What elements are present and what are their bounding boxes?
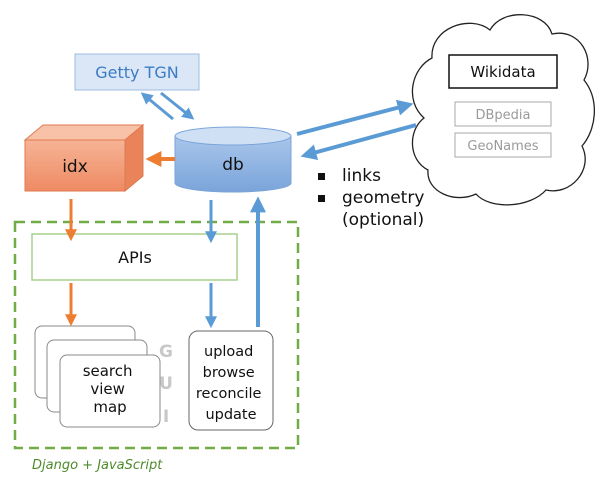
bullet-square-icon [318,195,325,202]
wikidata-node [448,54,558,89]
django-label: Django + JavaScript [32,458,163,473]
upload-node [188,330,274,431]
upload-line: upload [204,344,253,360]
geonames-label: GeoNames [467,139,538,154]
search-view-map-text: search view map [83,362,138,416]
arrow-db-to-getty [140,92,174,121]
map-line: map [93,398,126,416]
search-line: search [83,362,133,380]
wikidata-label: Wikidata [470,63,535,81]
getty-tgn-label: Getty TGN [95,63,178,82]
gui-letter-u: U [159,374,173,394]
bullet-links: links [318,165,424,187]
db-label: db [222,155,244,175]
dbpedia-node [454,101,552,127]
sync-bullets: links geometry (optional) [318,165,424,231]
arrow-cloud-to-db [300,123,417,160]
update-line: update [205,407,256,423]
bullet-optional-note: (optional) [342,210,425,230]
upload-text: upload browse reconcile update [196,344,266,423]
django-container [13,220,300,450]
idx-node [23,123,145,193]
arrow-db-to-cloud [296,99,414,136]
getty-tgn-node [74,53,200,91]
apis-label: APIs [118,248,152,267]
browse-line: browse [203,365,255,381]
bullet-square-icon [318,173,325,180]
gui-letters: G U I [159,342,173,427]
gui-letter-i: I [163,407,169,427]
apis-node [31,233,238,281]
reconcile-line: reconcile [196,386,262,402]
view-line: view [90,380,125,398]
db-node [174,126,292,193]
arrow-getty-to-db [160,91,195,120]
gui-letter-g: G [159,342,173,362]
dbpedia-label: DBpedia [475,108,530,123]
gui-pages-stack [34,325,161,428]
geonames-node [454,132,552,158]
idx-label: idx [62,157,88,177]
bullet-geometry: geometry [318,187,424,209]
